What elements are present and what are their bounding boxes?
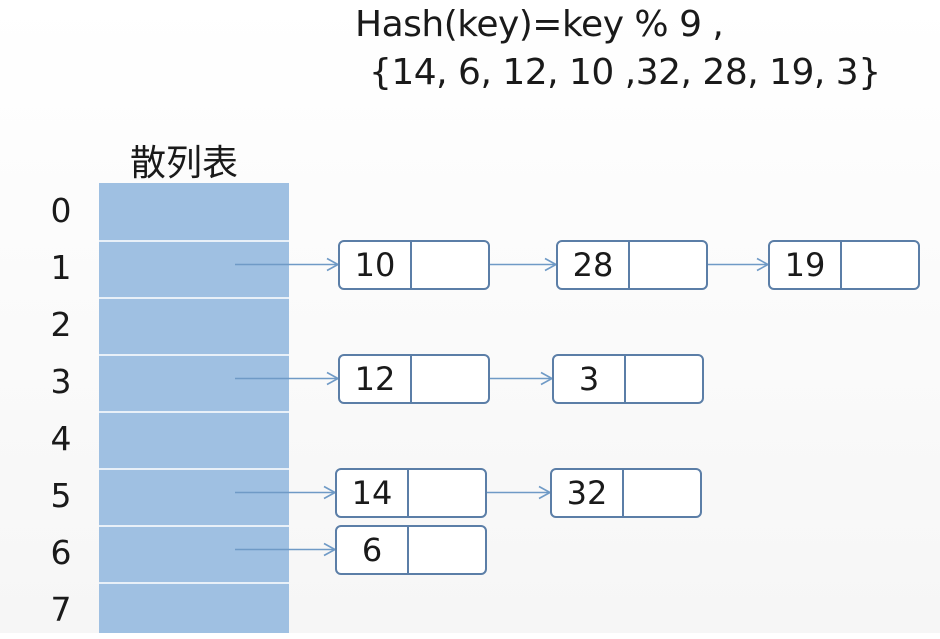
node-value: 10 [340, 241, 412, 288]
chain-node: 6 [335, 524, 487, 575]
hash-table [99, 183, 289, 633]
hash-slot-3 [99, 354, 289, 411]
chain-node: 19 [768, 239, 920, 290]
node-value: 12 [340, 355, 412, 402]
node-pointer-field [409, 470, 485, 516]
hash-slot-4 [99, 411, 289, 468]
hash-slot-5 [99, 468, 289, 525]
key-set-text: {14, 6, 12, 10 ,32, 28, 19, 3} [358, 52, 881, 93]
slot-index-label: 5 [50, 476, 72, 515]
slot-index-label: 7 [50, 590, 72, 629]
slot-index-label: 4 [50, 419, 72, 458]
chain-node: 12 [338, 353, 490, 404]
node-pointer-field [412, 242, 488, 288]
node-pointer-field [412, 356, 488, 402]
slot-index-label: 2 [50, 305, 72, 344]
hash-slot-6 [99, 525, 289, 582]
node-pointer-field [409, 527, 485, 573]
slot-index-label: 6 [50, 533, 72, 572]
hash-slot-7 [99, 582, 289, 639]
chain-node: 32 [550, 467, 702, 518]
slot-index-label: 3 [50, 362, 72, 401]
hash-slot-1 [99, 240, 289, 297]
node-value: 14 [337, 469, 409, 516]
chain-node: 10 [338, 239, 490, 290]
node-value: 28 [558, 241, 630, 288]
node-value: 19 [770, 241, 842, 288]
node-pointer-field [630, 242, 706, 288]
chain-node: 14 [335, 467, 487, 518]
node-pointer-field [624, 470, 700, 516]
node-value: 6 [337, 526, 409, 573]
node-pointer-field [842, 242, 918, 288]
slot-index-label: 0 [50, 191, 72, 230]
hash-table-title: 散列表 [130, 143, 239, 184]
hash-function-text: Hash(key)=key % 9 , [355, 4, 724, 45]
slot-index-label: 1 [50, 248, 72, 287]
chain-node: 28 [556, 239, 708, 290]
node-value: 3 [554, 355, 626, 402]
node-pointer-field [626, 356, 702, 402]
node-value: 32 [552, 469, 624, 516]
hash-slot-2 [99, 297, 289, 354]
chain-node: 3 [552, 353, 704, 404]
